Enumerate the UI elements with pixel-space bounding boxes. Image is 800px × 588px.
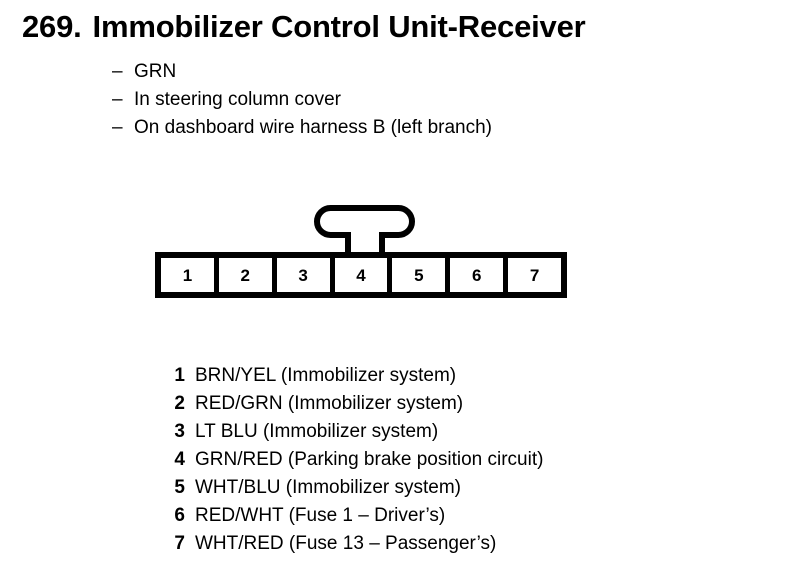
legend-pin-description: RED/GRN (Immobilizer system) xyxy=(195,393,464,414)
legend-pin-number: 5 xyxy=(174,477,185,498)
legend-pin-number: 2 xyxy=(174,393,185,414)
pin-legend: 1 BRN/YEL (Immobilizer system) 2 RED/GRN… xyxy=(163,362,543,558)
bullet-dash-icon: – xyxy=(112,89,123,110)
connector-pin-2: 2 xyxy=(218,258,272,292)
description-line: – In steering column cover xyxy=(112,86,492,114)
page-title-text: Immobilizer Control Unit-Receiver xyxy=(92,9,586,44)
description-text: GRN xyxy=(134,61,177,82)
legend-row: 1 BRN/YEL (Immobilizer system) xyxy=(163,362,543,390)
legend-pin-description: LT BLU (Immobilizer system) xyxy=(195,421,439,442)
legend-row: 5 WHT/BLU (Immobilizer system) xyxy=(163,474,543,502)
legend-pin-description: WHT/BLU (Immobilizer system) xyxy=(195,477,462,498)
legend-pin-number: 1 xyxy=(174,365,185,386)
legend-pin-number: 7 xyxy=(174,533,185,554)
legend-pin-description: RED/WHT (Fuse 1 – Driver’s) xyxy=(195,505,446,526)
connector-diagram: 1 2 3 4 5 6 7 xyxy=(155,205,567,300)
bullet-dash-icon: – xyxy=(112,61,123,82)
connector-pin-7: 7 xyxy=(508,258,562,292)
connector-body: 1 2 3 4 5 6 7 xyxy=(155,252,567,298)
legend-pin-description: BRN/YEL (Immobilizer system) xyxy=(195,365,457,386)
connector-pin-3: 3 xyxy=(276,258,330,292)
legend-row: 6 RED/WHT (Fuse 1 – Driver’s) xyxy=(163,502,543,530)
item-number: 269. xyxy=(22,9,82,44)
legend-pin-number: 6 xyxy=(174,505,185,526)
description-text: In steering column cover xyxy=(134,89,341,110)
legend-pin-description: GRN/RED (Parking brake position circuit) xyxy=(195,449,544,470)
description-line: – GRN xyxy=(112,58,492,86)
legend-row: 2 RED/GRN (Immobilizer system) xyxy=(163,390,543,418)
legend-row: 7 WHT/RED (Fuse 13 – Passenger’s) xyxy=(163,530,543,558)
connector-pin-5: 5 xyxy=(392,258,446,292)
legend-row: 3 LT BLU (Immobilizer system) xyxy=(163,418,543,446)
locking-tab-opening xyxy=(351,229,379,241)
legend-pin-number: 4 xyxy=(174,449,185,470)
connector-pin-1: 1 xyxy=(161,258,214,292)
connector-pin-6: 6 xyxy=(450,258,504,292)
legend-pin-number: 3 xyxy=(174,421,185,442)
description-text: On dashboard wire harness B (left branch… xyxy=(134,117,493,138)
description-line: – On dashboard wire harness B (left bran… xyxy=(112,114,492,142)
connector-pin-4: 4 xyxy=(334,258,388,292)
description-list: – GRN – In steering column cover – On da… xyxy=(112,58,492,142)
legend-row: 4 GRN/RED (Parking brake position circui… xyxy=(163,446,543,474)
page-title: 269. Immobilizer Control Unit-Receiver xyxy=(22,8,586,46)
bullet-dash-icon: – xyxy=(112,117,123,138)
legend-pin-description: WHT/RED (Fuse 13 – Passenger’s) xyxy=(195,533,497,554)
